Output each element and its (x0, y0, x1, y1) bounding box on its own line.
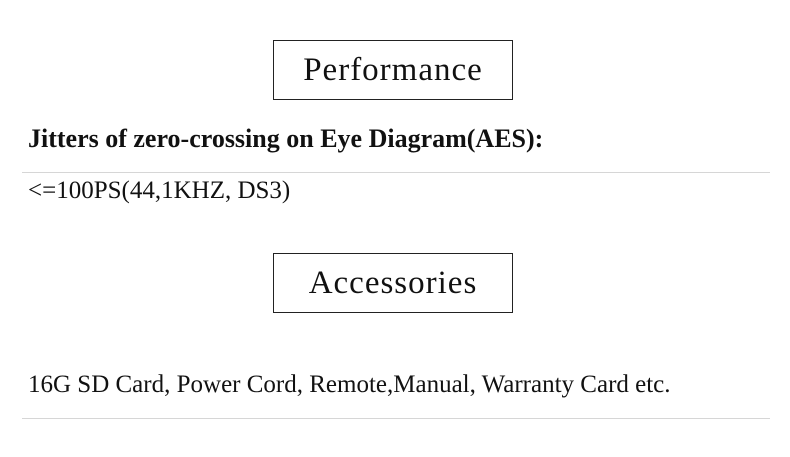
divider (22, 172, 770, 173)
jitter-spec-label: Jitters of zero-crossing on Eye Diagram(… (28, 124, 544, 153)
performance-heading: Performance (273, 40, 513, 100)
jitter-spec-value: <=100PS(44,1KHZ, DS3) (28, 177, 291, 204)
accessories-heading: Accessories (273, 253, 513, 313)
accessories-list: 16G SD Card, Power Cord, Remote,Manual, … (28, 371, 671, 398)
divider (22, 418, 770, 419)
